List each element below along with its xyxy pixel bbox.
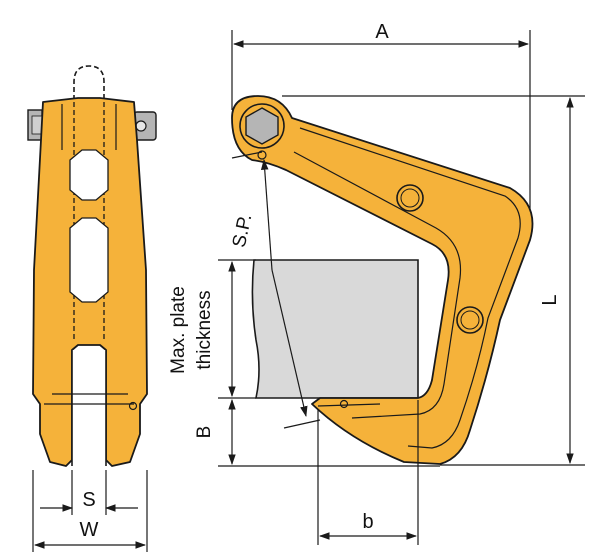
dimension-max-plate xyxy=(218,259,256,399)
dimension-l xyxy=(282,95,585,466)
label-b-lower: b xyxy=(362,511,373,533)
jaw-pin-hole xyxy=(339,399,349,409)
bolt-nut-left xyxy=(27,109,43,141)
clamp-rib-inner xyxy=(293,151,462,419)
bolt-nut-right xyxy=(133,111,157,141)
dimension-b-upper xyxy=(218,398,440,467)
jaw-edge xyxy=(317,403,381,407)
shackle-pin-outline xyxy=(73,65,105,100)
dimension-sp xyxy=(231,151,321,429)
label-a: A xyxy=(375,21,389,43)
rivet-upper xyxy=(396,184,424,212)
label-b-upper: B xyxy=(194,426,215,439)
dimension-b-lower xyxy=(317,400,419,545)
front-pin-hole xyxy=(128,401,138,411)
side-view: A L S.P. Max. plate thickness xyxy=(168,21,585,545)
label-s: S xyxy=(82,489,95,511)
label-max-plate-line2: thickness xyxy=(194,290,215,369)
dimension-a xyxy=(231,30,531,210)
front-inner-links xyxy=(69,102,109,340)
rivet-lower xyxy=(456,306,484,334)
front-side-lines xyxy=(44,104,134,405)
front-view: S W xyxy=(27,65,157,552)
dimension-w xyxy=(32,470,148,552)
clamp-rib xyxy=(299,127,521,449)
front-center-slot xyxy=(72,350,106,466)
label-sp: S.P. xyxy=(229,212,256,249)
hex-bolt-icon xyxy=(245,107,279,145)
clamp-body xyxy=(231,95,534,465)
plate xyxy=(251,259,419,399)
dimension-s xyxy=(40,470,138,515)
label-l: L xyxy=(539,294,561,305)
label-max-plate-line1: Max. plate xyxy=(168,286,189,374)
label-w: W xyxy=(80,519,99,541)
